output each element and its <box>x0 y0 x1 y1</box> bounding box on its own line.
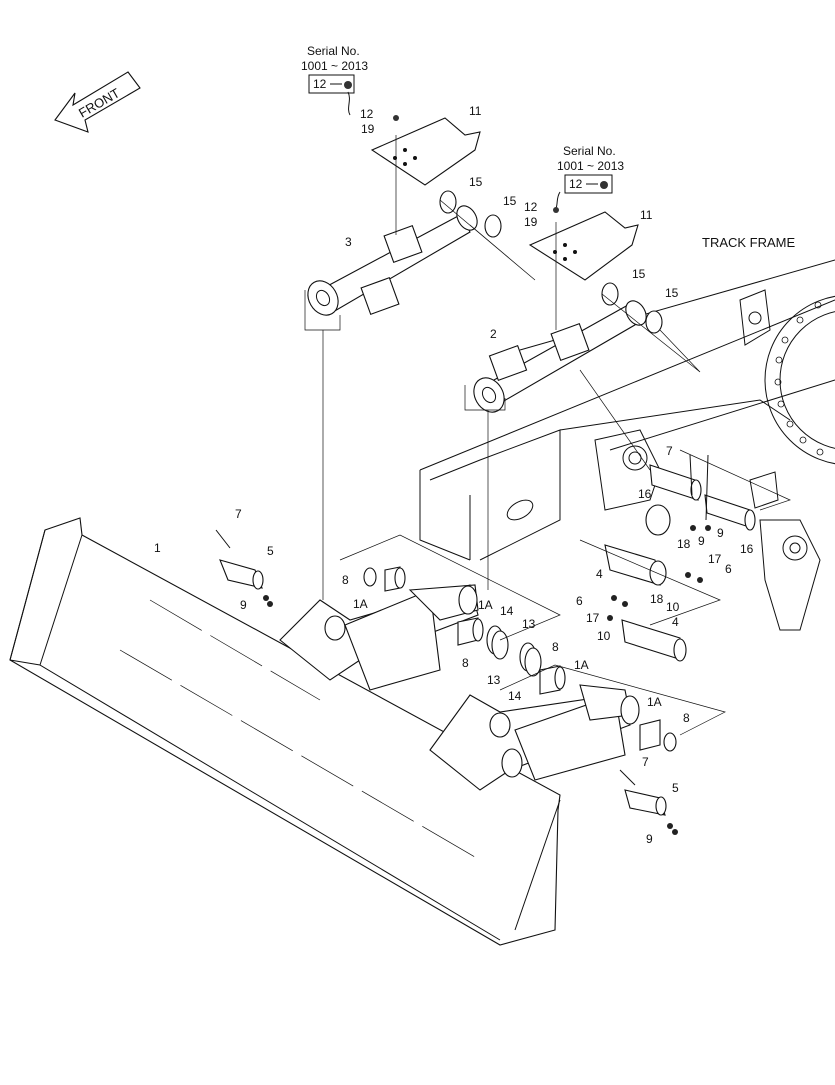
callout: 15 <box>665 286 679 300</box>
leader-lines <box>304 290 791 736</box>
bolt-icon <box>600 181 608 189</box>
bolt-icon <box>344 81 352 89</box>
callout: 18 <box>650 592 664 606</box>
pins-5 <box>215 529 678 835</box>
front-arrow-icon: FRONT <box>54 71 141 133</box>
callout: 10 <box>666 600 680 614</box>
callout: 7 <box>666 444 673 458</box>
callout: 13 <box>487 673 501 687</box>
callout: 15 <box>469 175 483 189</box>
callout: 14 <box>508 689 522 703</box>
callout: 1 <box>154 541 161 555</box>
callout: 17 <box>586 611 600 625</box>
callout: 7 <box>235 507 242 521</box>
callout: 5 <box>672 781 679 795</box>
pins-4-16 <box>604 454 756 662</box>
callout: 16 <box>740 542 754 556</box>
serial-part: 12 <box>569 177 583 191</box>
callout: 7 <box>642 755 649 769</box>
callout: 15 <box>503 194 517 208</box>
serial-title: Serial No. <box>307 44 360 58</box>
callout: 19 <box>361 122 375 136</box>
callout: 1A <box>353 597 368 611</box>
callout: 4 <box>672 615 679 629</box>
callout: 3 <box>345 235 352 249</box>
track-frame <box>419 259 835 631</box>
serial-range: 1001 ~ 2013 <box>557 159 624 173</box>
callout: 11 <box>469 104 482 118</box>
callout: 1A <box>478 598 493 612</box>
track-frame-label: TRACK FRAME <box>702 235 796 250</box>
rings-15 <box>439 190 701 373</box>
callout: 10 <box>597 629 611 643</box>
callout: 18 <box>677 537 691 551</box>
callout: 8 <box>552 640 559 654</box>
cylinder-2 <box>473 300 647 413</box>
callout: 19 <box>524 215 538 229</box>
callout: 8 <box>462 656 469 670</box>
cover-11-upper <box>370 115 481 235</box>
push-arms <box>279 584 640 791</box>
callout: 5 <box>267 544 274 558</box>
callout: 6 <box>576 594 583 608</box>
callout: 12 <box>360 107 374 121</box>
callout: 8 <box>342 573 349 587</box>
serial-range: 1001 ~ 2013 <box>301 59 368 73</box>
callout: 14 <box>500 604 514 618</box>
callout: 8 <box>683 711 690 725</box>
callout: 9 <box>717 526 724 540</box>
callout: 2 <box>490 327 497 341</box>
serial-box-right: Serial No. 1001 ~ 2013 12 <box>555 144 624 209</box>
bushings <box>363 566 677 752</box>
serial-part: 12 <box>313 77 327 91</box>
cover-11-lower <box>528 207 639 330</box>
callout: 11 <box>640 208 653 222</box>
callout: 1A <box>647 695 662 709</box>
serial-title: Serial No. <box>563 144 616 158</box>
callout: 1A <box>574 658 589 672</box>
callout: 17 <box>708 552 722 566</box>
cylinder-3 <box>307 205 478 316</box>
callouts: 1 2 3 4 4 5 5 6 6 7 7 7 8 8 8 8 9 9 9 9 … <box>154 104 754 846</box>
callout: 15 <box>632 267 646 281</box>
callout: 6 <box>725 562 732 576</box>
callout: 12 <box>524 200 538 214</box>
callout: 16 <box>638 487 652 501</box>
blade <box>9 517 561 946</box>
callout: 9 <box>646 832 653 846</box>
callout: 9 <box>240 598 247 612</box>
callout: 9 <box>698 534 705 548</box>
callout: 4 <box>596 567 603 581</box>
callout: 13 <box>522 617 536 631</box>
serial-box-left: Serial No. 1001 ~ 2013 12 <box>301 44 368 116</box>
